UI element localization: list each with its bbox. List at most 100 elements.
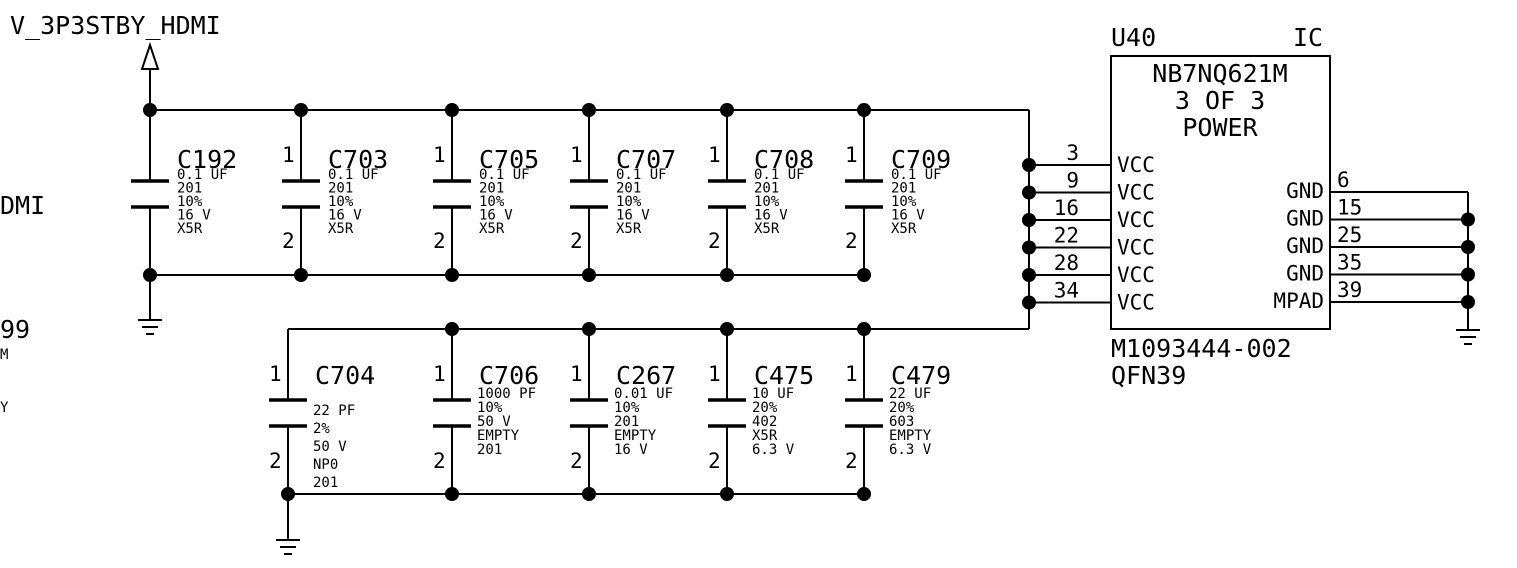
cap-spec: 16 V — [614, 442, 648, 458]
junction-dot — [720, 103, 734, 117]
pin-name: GND — [1286, 262, 1324, 286]
ic-u40: U40 IC NB7NQ621M 3 OF 3 POWER M1093444-0… — [1022, 23, 1475, 390]
cap-spec: 0.1 UF — [616, 167, 667, 183]
edge-text-1: DMI — [0, 191, 45, 220]
pin-number-1: 1 — [708, 143, 721, 167]
cap-spec: X5R — [754, 221, 780, 237]
ic-type: IC — [1293, 23, 1323, 52]
cap-spec: 10% — [891, 194, 917, 210]
junction-dot — [720, 487, 734, 501]
cap-spec: 10% — [616, 194, 642, 210]
power-net-label: V_3P3STBY_HDMI — [10, 11, 221, 40]
cap-ref: C707 — [616, 145, 676, 174]
pin-name: GND — [1286, 207, 1324, 231]
cap-spec: 10 UF — [752, 386, 794, 402]
junction-dot — [1022, 158, 1036, 172]
edge-text-2: 99 — [0, 315, 30, 344]
ground-symbol-bottom — [276, 539, 300, 555]
cap-spec: 10% — [477, 400, 503, 416]
ic-part-name: NB7NQ621M — [1152, 59, 1287, 88]
junction-dot — [445, 103, 459, 117]
junction-dot — [1022, 213, 1036, 227]
cap-spec: 6.3 V — [752, 442, 795, 458]
junction-dot — [582, 268, 596, 282]
cap-spec: 16 V — [891, 208, 925, 224]
cap-spec: 0.1 UF — [328, 167, 379, 183]
junction-dot — [582, 322, 596, 336]
ground-symbol-top — [138, 319, 162, 335]
cap-spec: 201 — [616, 181, 641, 197]
cap-spec: 2% — [313, 421, 330, 437]
junction-dot — [1022, 295, 1036, 310]
junction-dot — [857, 268, 871, 282]
cap-spec: 16 V — [328, 208, 362, 224]
cap-spec: 0.01 UF — [614, 386, 673, 402]
cap-spec: 0.1 UF — [479, 167, 530, 183]
cap-spec: 16 V — [754, 208, 788, 224]
cap-spec: EMPTY — [614, 428, 657, 444]
pin-number-1: 1 — [708, 362, 721, 386]
cap-spec: 10% — [177, 194, 203, 210]
cap-spec: EMPTY — [889, 428, 932, 444]
cap-spec: X5R — [177, 221, 203, 237]
cap-spec: 6.3 V — [889, 442, 932, 458]
cap-ref: C479 — [891, 361, 951, 390]
cap-spec: 10% — [754, 194, 780, 210]
cap-spec: 201 — [328, 181, 353, 197]
cap-ref: C267 — [616, 361, 676, 390]
pin-number-1: 1 — [433, 143, 446, 167]
ic-section: 3 OF 3 — [1175, 86, 1265, 115]
cap-spec: 0.1 UF — [754, 167, 805, 183]
cap-spec: 20% — [889, 400, 915, 416]
pin-number: 9 — [1066, 169, 1079, 193]
edge-text-3: M — [0, 347, 8, 363]
cap-spec: X5R — [479, 221, 505, 237]
cap-ref: C475 — [754, 361, 814, 390]
junction-dot — [445, 487, 459, 501]
junction-dot — [857, 103, 871, 117]
pin-number-1: 1 — [269, 362, 282, 386]
pin-number-2: 2 — [708, 229, 721, 253]
bottom-rail-wires — [287, 328, 1029, 540]
pin-number-2: 2 — [845, 229, 858, 253]
cap-spec: 10% — [328, 194, 354, 210]
cap-ref: C703 — [328, 145, 388, 174]
cap-spec: X5R — [891, 221, 917, 237]
cap-spec: 201 — [614, 414, 639, 430]
cap-spec: 0.1 UF — [177, 167, 228, 183]
cap-spec: 402 — [752, 414, 777, 430]
pin-number-2: 2 — [269, 449, 282, 473]
cap-spec: 201 — [479, 181, 504, 197]
gnd-bus — [1456, 192, 1480, 345]
junction-dot — [294, 268, 308, 282]
pin-number: 35 — [1337, 251, 1362, 275]
power-arrow-symbol — [140, 41, 160, 110]
pin-number-2: 2 — [433, 449, 446, 473]
cap-spec: 16 V — [177, 208, 211, 224]
pin-name: VCC — [1117, 291, 1155, 315]
pin-number-1: 1 — [570, 143, 583, 167]
cap-spec: 10% — [614, 400, 640, 416]
pin-number-1: 1 — [845, 143, 858, 167]
cap-spec: 16 V — [479, 208, 513, 224]
cap-spec: 20% — [752, 400, 778, 416]
pin-number-2: 2 — [282, 229, 295, 253]
ic-pin-gnd-35: 35 GND — [1286, 251, 1475, 286]
cap-spec: 201 — [477, 442, 502, 458]
cap-ref: C708 — [754, 145, 814, 174]
